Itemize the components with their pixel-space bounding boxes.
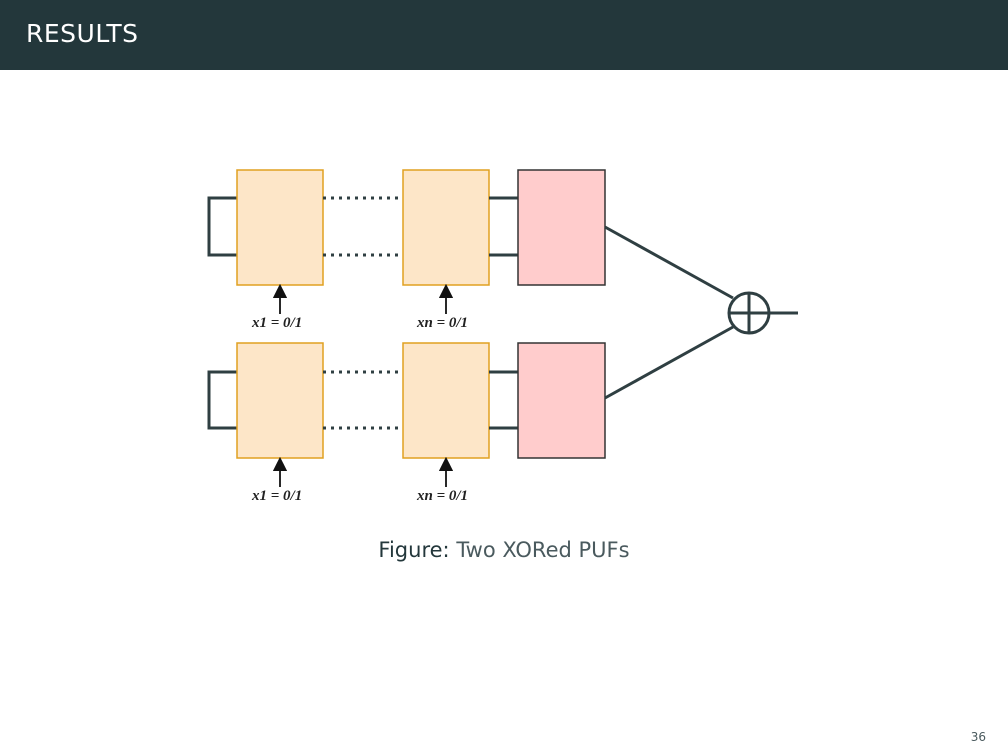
arbiter-output-wire-1 — [604, 225, 734, 300]
puf-row-1: x1 = 0/1 xn = 0/1 — [207, 169, 606, 331]
challenge-bit-label: x1 = 0/1 — [251, 488, 302, 504]
feedback-loop-wire — [207, 370, 237, 430]
puf-row-2: x1 = 0/1 xn = 0/1 — [207, 342, 606, 504]
xor-gate-icon — [727, 291, 771, 335]
arbiter-box — [517, 342, 606, 459]
figure-caption: Figure: Two XORed PUFs — [0, 538, 1008, 562]
slide-title: RESULTS — [26, 19, 139, 48]
challenge-bit-label: xn = 0/1 — [416, 488, 468, 504]
puf-stage-last — [402, 169, 490, 286]
figure-caption-text: Two XORed PUFs — [456, 538, 630, 562]
header-bar: RESULTS — [0, 0, 1008, 70]
arbiter-output-wire-2 — [604, 325, 734, 400]
puf-stage-first — [236, 169, 324, 286]
puf-stage-first — [236, 342, 324, 459]
puf-stage-last — [402, 342, 490, 459]
figure-caption-label: Figure: — [378, 538, 450, 562]
challenge-bit-label: x1 = 0/1 — [251, 315, 302, 331]
page-number: 36 — [970, 730, 986, 744]
challenge-bit-label: xn = 0/1 — [416, 315, 468, 331]
feedback-loop-wire — [207, 196, 237, 257]
arbiter-box — [517, 169, 606, 286]
